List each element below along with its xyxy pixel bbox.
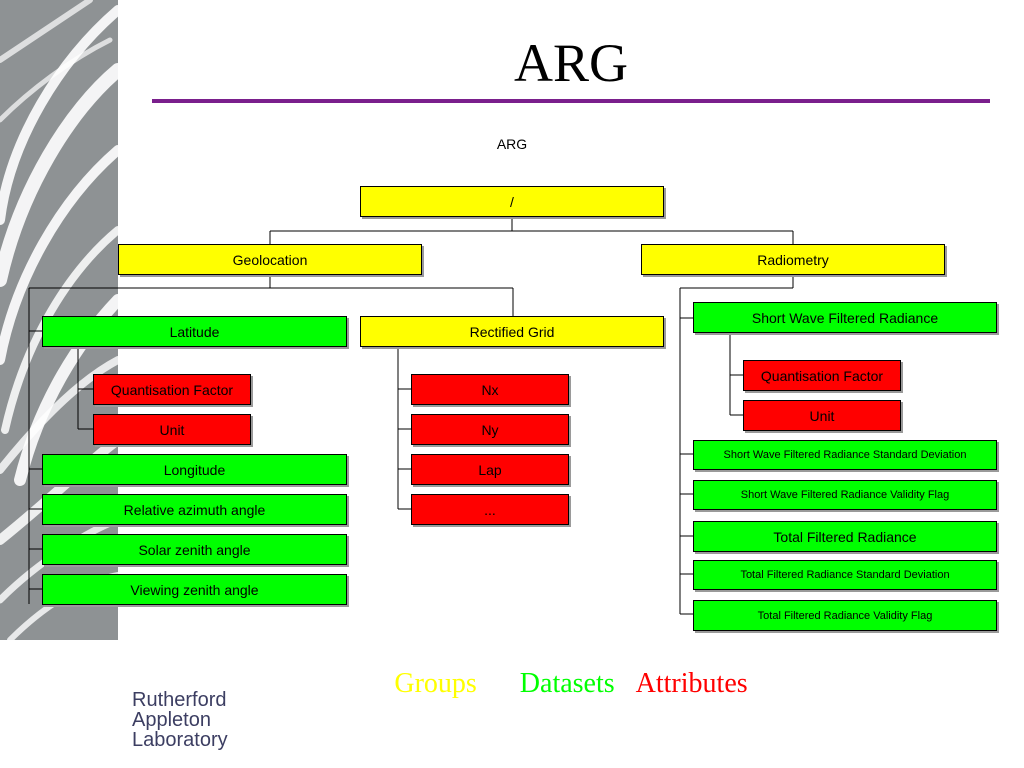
logo-line-1: Rutherford [132,689,227,711]
diagram-title: ARG [496,136,528,152]
node-root: / [360,186,664,217]
node-total-flag: Total Filtered Radiance Validity Flag [693,600,997,631]
node-geolocation: Geolocation [118,244,422,275]
node-latitude-quantisation: Quantisation Factor [93,374,251,405]
node-radiometry: Radiometry [641,244,945,275]
node-sw-flag: Short Wave Filtered Radiance Validity Fl… [693,480,997,510]
node-sw-quantisation: Quantisation Factor [743,360,901,391]
node-ny: Ny [411,414,569,445]
node-more: ... [411,494,569,525]
legend-groups: Groups [394,668,477,699]
node-relative-azimuth: Relative azimuth angle [42,494,347,525]
node-viewing-zenith: Viewing zenith angle [42,574,347,605]
node-latitude-unit: Unit [93,414,251,445]
node-sw-radiance: Short Wave Filtered Radiance [693,302,997,333]
node-longitude: Longitude [42,454,347,485]
node-rectified-grid: Rectified Grid [360,316,664,347]
logo-line-3: Laboratory [132,729,228,751]
node-latitude: Latitude [42,316,347,347]
node-solar-zenith: Solar zenith angle [42,534,347,565]
node-nx: Nx [411,374,569,405]
node-sw-std: Short Wave Filtered Radiance Standard De… [693,440,997,470]
node-total-std: Total Filtered Radiance Standard Deviati… [693,560,997,590]
title-rule [152,99,990,103]
logo-line-2: Appleton [132,709,211,731]
legend-attributes: Attributes [635,668,748,699]
node-total-radiance: Total Filtered Radiance [693,521,997,552]
page-title: ARG [513,33,628,93]
legend-datasets: Datasets [519,668,615,699]
node-sw-unit: Unit [743,400,901,431]
logo-area [0,640,118,768]
legend: Groups Datasets Attributes [118,668,1024,700]
node-lap: Lap [411,454,569,485]
swirl-pattern [0,0,118,643]
